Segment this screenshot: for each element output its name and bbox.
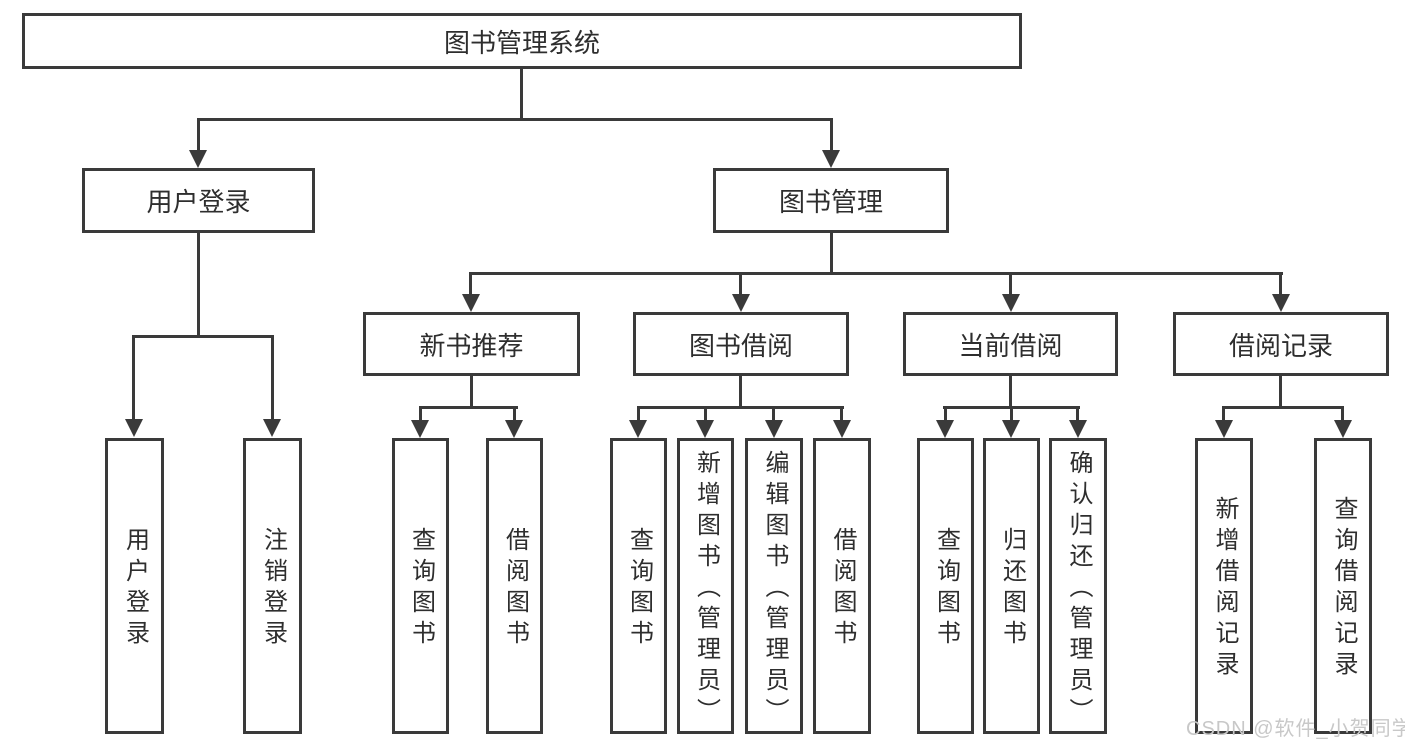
- connector-line: [1222, 406, 1344, 409]
- connector-line: [1279, 272, 1282, 296]
- leaf-borrow-edit-book-label: 编辑图书（管理员）: [761, 449, 788, 729]
- leaf-user-login-label: 用户登录: [121, 527, 149, 651]
- connector-line: [271, 335, 274, 421]
- leaf-records-query-record-label: 查询借阅记录: [1330, 496, 1357, 682]
- connector-line: [1341, 406, 1344, 422]
- connector-line: [704, 406, 707, 422]
- connector-line: [1009, 272, 1012, 296]
- connector-line: [1279, 376, 1282, 409]
- connector-line: [513, 406, 516, 422]
- arrowhead-icon: [765, 420, 783, 438]
- connector-line: [197, 118, 200, 152]
- connector-line: [470, 376, 473, 409]
- leaf-user-login: 用户登录: [105, 438, 164, 734]
- arrowhead-icon: [411, 420, 429, 438]
- node-book-management: 图书管理: [713, 168, 949, 233]
- connector-line: [637, 406, 640, 422]
- node-borrow-records: 借阅记录: [1173, 312, 1389, 376]
- connector-line: [739, 376, 742, 409]
- connector-line: [830, 233, 833, 275]
- leaf-borrow-query-book-label: 查询图书: [625, 527, 653, 651]
- connector-line: [197, 233, 200, 338]
- node-book-borrow: 图书借阅: [633, 312, 849, 376]
- leaf-borrow-borrow-book: 借阅图书: [813, 438, 871, 734]
- leaf-recommend-query-book: 查询图书: [392, 438, 449, 734]
- node-borrow-records-label: 借阅记录: [1228, 330, 1333, 361]
- leaf-borrow-borrow-book-label: 借阅图书: [829, 527, 856, 651]
- arrowhead-icon: [1002, 294, 1020, 312]
- connector-line: [840, 406, 843, 422]
- connector-line: [469, 272, 1283, 275]
- leaf-recommend-query-book-label: 查询图书: [407, 527, 435, 651]
- connector-line: [944, 406, 947, 422]
- node-new-book-recommend: 新书推荐: [363, 312, 580, 376]
- connector-line: [1009, 376, 1012, 409]
- node-book-borrow-label: 图书借阅: [688, 330, 793, 361]
- connector-line: [1076, 406, 1079, 422]
- arrowhead-icon: [1069, 420, 1087, 438]
- leaf-recommend-borrow-book: 借阅图书: [486, 438, 543, 734]
- leaf-logout-label: 注销登录: [259, 527, 287, 651]
- leaf-borrow-edit-book: 编辑图书（管理员）: [745, 438, 803, 734]
- leaf-records-add-record-label: 新增借阅记录: [1211, 496, 1238, 682]
- arrowhead-icon: [505, 420, 523, 438]
- leaf-borrow-add-book-label: 新增图书（管理员）: [692, 449, 720, 729]
- connector-line: [739, 272, 742, 296]
- arrowhead-icon: [263, 419, 281, 437]
- leaf-records-query-record: 查询借阅记录: [1314, 438, 1372, 734]
- leaf-current-query-book-label: 查询图书: [932, 527, 960, 651]
- arrowhead-icon: [629, 420, 647, 438]
- leaf-current-confirm-return: 确认归还（管理员）: [1049, 438, 1107, 734]
- node-root-label: 图书管理系统: [443, 27, 600, 58]
- connector-line: [419, 406, 518, 409]
- leaf-current-return-book: 归还图书: [983, 438, 1040, 734]
- connector-line: [419, 406, 422, 422]
- leaf-logout: 注销登录: [243, 438, 302, 734]
- arrowhead-icon: [1215, 420, 1233, 438]
- leaf-recommend-borrow-book-label: 借阅图书: [501, 527, 529, 651]
- node-book-management-label: 图书管理: [778, 187, 883, 217]
- node-root: 图书管理系统: [22, 13, 1022, 69]
- connector-line: [520, 69, 523, 118]
- arrowhead-icon: [936, 420, 954, 438]
- arrowhead-icon: [1334, 420, 1352, 438]
- connector-line: [133, 335, 274, 338]
- node-user-login-label: 用户登录: [146, 187, 251, 217]
- node-current-borrow-label: 当前借阅: [958, 330, 1063, 361]
- connector-line: [1222, 406, 1225, 422]
- arrowhead-icon: [462, 294, 480, 312]
- arrowhead-icon: [1002, 420, 1020, 438]
- leaf-current-return-book-label: 归还图书: [998, 527, 1026, 651]
- leaf-borrow-add-book: 新增图书（管理员）: [677, 438, 734, 734]
- arrowhead-icon: [696, 420, 714, 438]
- arrowhead-icon: [1272, 294, 1290, 312]
- arrowhead-icon: [822, 150, 840, 168]
- leaf-records-add-record: 新增借阅记录: [1195, 438, 1253, 734]
- connector-line: [1010, 406, 1013, 422]
- leaf-borrow-query-book: 查询图书: [610, 438, 667, 734]
- arrowhead-icon: [833, 420, 851, 438]
- watermark: CSDN @软件_小贺同学: [1186, 718, 1405, 740]
- leaf-current-confirm-return-label: 确认归还（管理员）: [1065, 449, 1092, 729]
- connector-line: [830, 118, 833, 152]
- node-user-login: 用户登录: [82, 168, 315, 233]
- connector-line: [637, 406, 844, 409]
- arrowhead-icon: [732, 294, 750, 312]
- connector-line: [772, 406, 775, 422]
- connector-line: [197, 118, 833, 121]
- connector-line: [132, 335, 135, 421]
- connector-line: [469, 272, 472, 296]
- leaf-current-query-book: 查询图书: [917, 438, 974, 734]
- arrowhead-icon: [125, 419, 143, 437]
- node-new-book-recommend-label: 新书推荐: [419, 330, 524, 361]
- node-current-borrow: 当前借阅: [903, 312, 1118, 376]
- arrowhead-icon: [189, 150, 207, 168]
